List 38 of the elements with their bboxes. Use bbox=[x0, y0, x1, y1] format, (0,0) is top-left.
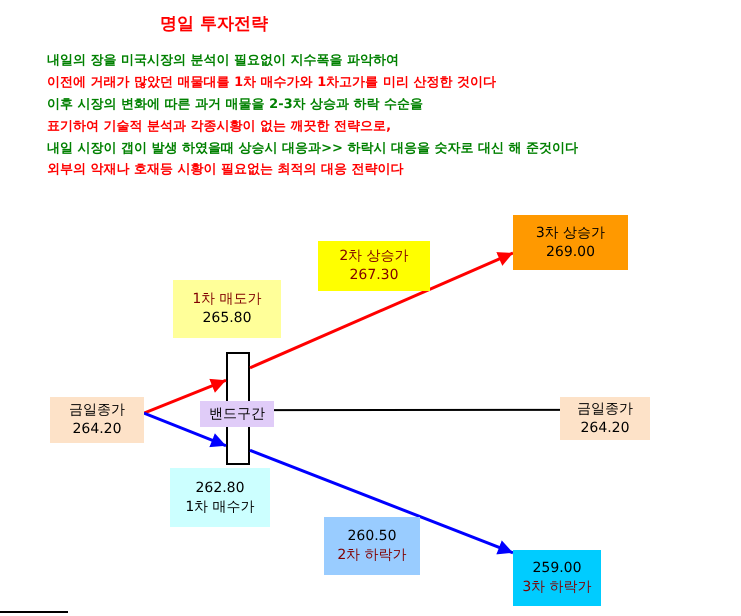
arrow bbox=[143, 378, 227, 414]
arrow bbox=[249, 252, 514, 370]
box-heading: 금일종가 bbox=[577, 400, 633, 418]
box-value: 2차 하락가 bbox=[337, 546, 407, 565]
box-heading: 2차 상승가 bbox=[339, 247, 409, 266]
price-box bbox=[170, 468, 270, 527]
description-line: 내일의 장을 미국시장의 분석이 필요없이 지수폭을 파악하여 bbox=[47, 52, 400, 69]
box-value: 264.20 bbox=[580, 418, 630, 438]
price-box bbox=[50, 397, 144, 443]
box-heading: 밴드구간 bbox=[209, 404, 265, 424]
description-line: 외부의 악재나 호재등 시황이 필요없는 최적의 대응 전략이다 bbox=[47, 161, 404, 178]
box-heading: 금일종가 bbox=[69, 401, 125, 420]
box-value: 265.80 bbox=[202, 309, 252, 328]
box-heading: 3차 상승가 bbox=[536, 224, 606, 242]
description-line: 이전에 거래가 많았던 매물대를 1차 매수가와 1차고가를 미리 산정한 것이다 bbox=[47, 74, 496, 91]
band-label-box bbox=[200, 401, 274, 427]
box-value: 264.20 bbox=[72, 420, 122, 439]
connector-line bbox=[274, 408, 560, 412]
price-box bbox=[324, 517, 420, 575]
price-box bbox=[513, 550, 601, 606]
box-value: 3차 하락가 bbox=[522, 578, 592, 597]
price-box bbox=[560, 397, 650, 440]
description-line: 표기하여 기술적 분석과 각종시황이 없는 깨끗한 전략으로, bbox=[47, 118, 392, 135]
box-value: 269.00 bbox=[546, 242, 595, 262]
box-value: 1차 매수가 bbox=[185, 498, 255, 516]
arrow bbox=[143, 412, 227, 448]
title: 명일 투자전략 bbox=[160, 13, 268, 35]
box-value: 267.30 bbox=[350, 266, 398, 285]
box-heading: 262.80 bbox=[196, 478, 244, 498]
description-line: 이후 시장의 변화에 따른 과거 매물을 2-3차 상승과 하락 수순을 bbox=[47, 96, 424, 113]
box-heading: 260.50 bbox=[348, 527, 396, 546]
description-line: 내일 시장이 갭이 발생 하였을때 상승시 대응과>> 하락시 대응을 숫자로 대신 해 준것이다 bbox=[47, 140, 578, 157]
box-heading: 1차 매도가 bbox=[192, 290, 262, 309]
arrow bbox=[249, 448, 514, 554]
box-heading: 259.00 bbox=[532, 559, 582, 578]
price-box bbox=[173, 280, 281, 338]
price-box bbox=[318, 241, 430, 291]
price-box bbox=[513, 215, 628, 270]
